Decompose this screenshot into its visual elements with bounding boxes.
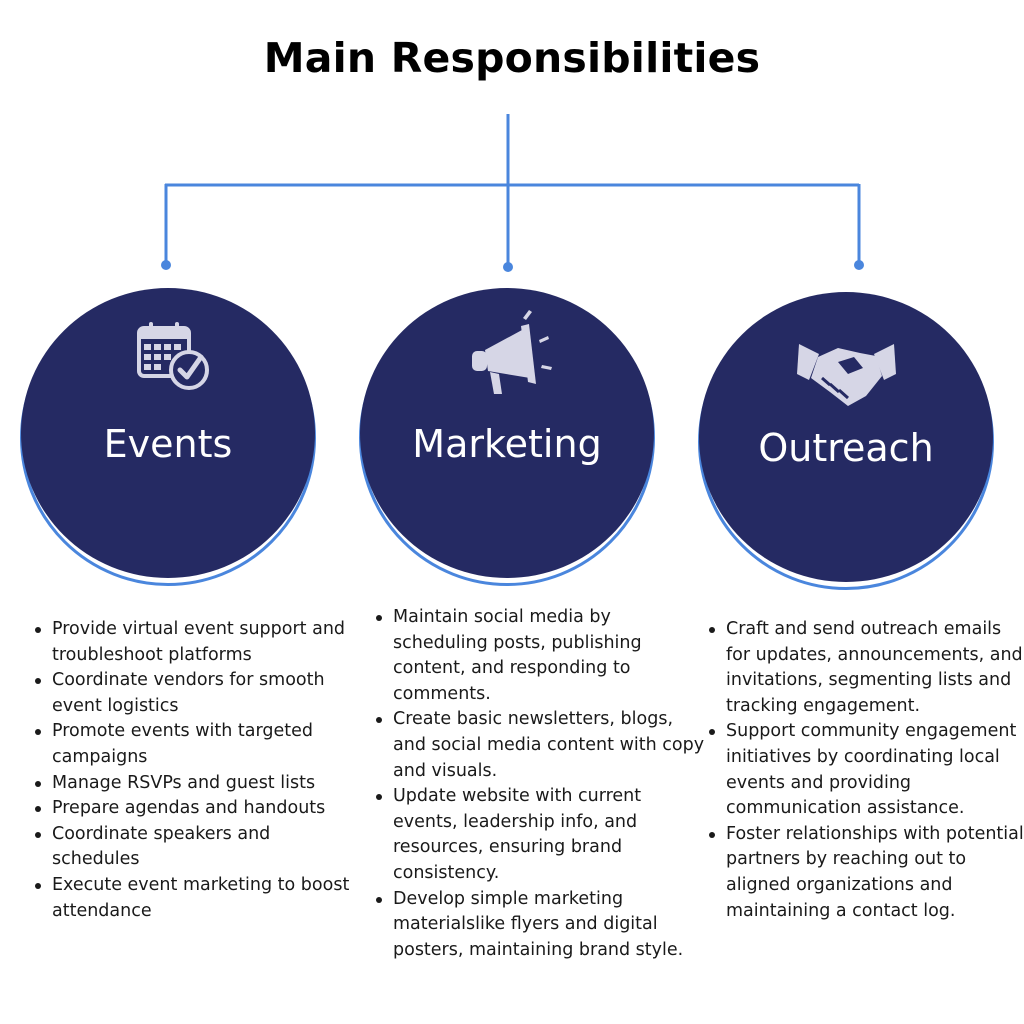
events-circle: Events [20,288,320,588]
list-item: Foster relationships with potential part… [709,822,1024,924]
list-item: Promote events with targeted campaigns [35,719,352,770]
list-item: Provide virtual event support and troubl… [35,617,352,668]
connector-dot-marketing [503,262,513,272]
events-list: Provide virtual event support and troubl… [30,617,352,924]
marketing-circle: Marketing [359,288,659,588]
list-item: Develop simple marketing materialslike f… [376,887,705,964]
list-item: Create basic newsletters, blogs, and soc… [376,707,705,784]
list-item: Coordinate vendors for smooth event logi… [35,668,352,719]
marketing-list: Maintain social media by scheduling post… [371,605,705,963]
megaphone-icon [472,310,552,394]
list-item: Coordinate speakers and schedules [35,822,352,873]
marketing-label: Marketing [412,422,602,466]
list-item: Manage RSVPs and guest lists [35,771,352,797]
connector-dot-events [161,260,171,270]
outreach-circle: Outreach [698,292,998,592]
events-label: Events [103,422,233,466]
outreach-list: Craft and send outreach emails for updat… [704,617,1024,924]
list-item: Craft and send outreach emails for updat… [709,617,1024,719]
list-item: Maintain social media by scheduling post… [376,605,705,707]
tree-connector [161,114,864,272]
calendar-check-icon [137,322,209,390]
page-title: Main Responsibilities [263,34,761,82]
list-item: Support community engagement initiatives… [709,719,1024,821]
outreach-label: Outreach [758,426,934,470]
connector-dot-outreach [854,260,864,270]
list-item: Execute event marketing to boost attenda… [35,873,352,924]
handshake-icon [797,344,896,406]
list-item: Update website with current events, lead… [376,784,705,886]
list-item: Prepare agendas and handouts [35,796,352,822]
